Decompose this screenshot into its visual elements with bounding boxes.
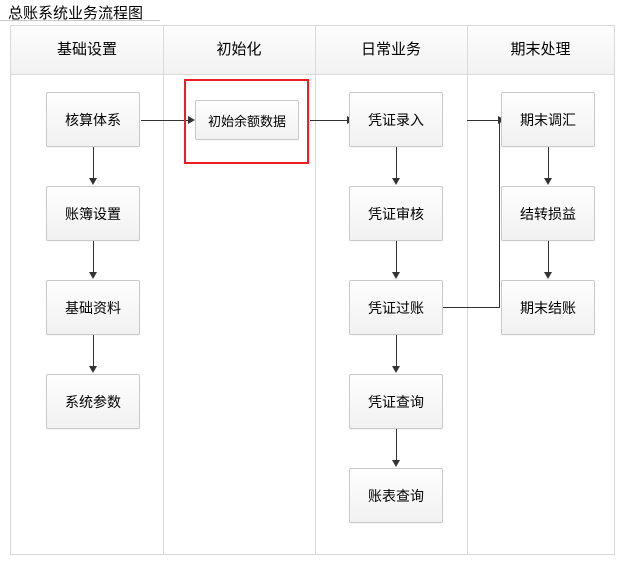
- arrowhead-daily-4-5: [392, 460, 400, 467]
- node-hesuantixi[interactable]: 核算体系: [46, 92, 140, 147]
- arrowhead-daily-1-2: [392, 178, 400, 185]
- connector-basic-to-init: [141, 120, 189, 121]
- connector-into-qimotiaohui: [467, 120, 499, 121]
- node-xitongcanshu[interactable]: 系统参数: [46, 374, 140, 429]
- node-zhangbiaochaxun[interactable]: 账表查询: [349, 468, 443, 523]
- arrowhead-period-1-2: [544, 178, 552, 185]
- connector-period-2-3: [548, 241, 549, 273]
- flowchart-canvas: 基础设置 初始化 日常业务 期末处理 核算体系 账簿设置 基础资料 系统参数 初…: [10, 25, 615, 555]
- column-divider-1: [163, 26, 164, 554]
- connector-guozhang-to-period-h: [443, 307, 499, 308]
- arrowhead-basic-to-init: [188, 116, 195, 124]
- node-zhangbushezhi[interactable]: 账簿设置: [46, 186, 140, 241]
- node-pingzhengguozhang[interactable]: 凭证过账: [349, 280, 443, 335]
- node-pingzhengshenhe[interactable]: 凭证审核: [349, 186, 443, 241]
- connector-basic-2-3: [93, 241, 94, 273]
- column-divider-2: [315, 26, 316, 554]
- arrowhead-daily-2-3: [392, 272, 400, 279]
- node-chushiyuerushuju[interactable]: 初始余额数据: [195, 100, 299, 140]
- node-qimotiaohui[interactable]: 期末调汇: [501, 92, 595, 147]
- arrowhead-basic-3-4: [89, 366, 97, 373]
- page-title: 总账系统业务流程图: [8, 5, 144, 22]
- node-qimojiezhang[interactable]: 期末结账: [501, 280, 595, 335]
- connector-basic-3-4: [93, 335, 94, 367]
- column-header-daily: 日常业务: [360, 41, 421, 58]
- title-underline: [0, 20, 160, 21]
- connector-daily-2-3: [396, 241, 397, 273]
- connector-init-to-daily: [310, 120, 348, 121]
- connector-guozhang-to-period-v: [499, 120, 500, 308]
- node-pingzhengchaxun[interactable]: 凭证查询: [349, 374, 443, 429]
- connector-daily-1-2: [396, 147, 397, 179]
- highlight-rectangle: [184, 79, 309, 164]
- connector-period-1-2: [548, 147, 549, 179]
- column-divider-3: [467, 26, 468, 554]
- connector-basic-1-2: [93, 147, 94, 179]
- connector-daily-4-5: [396, 429, 397, 461]
- connector-daily-3-4: [396, 335, 397, 367]
- node-pingzhengluru[interactable]: 凭证录入: [349, 92, 443, 147]
- column-header-period: 期末处理: [510, 41, 571, 58]
- node-jichuziliao[interactable]: 基础资料: [46, 280, 140, 335]
- column-header-init: 初始化: [216, 41, 262, 58]
- arrowhead-period-2-3: [544, 272, 552, 279]
- arrowhead-basic-1-2: [89, 178, 97, 185]
- arrowhead-daily-3-4: [392, 366, 400, 373]
- node-jiezhuansunyi[interactable]: 结转损益: [501, 186, 595, 241]
- arrowhead-basic-2-3: [89, 272, 97, 279]
- column-header-band: [11, 26, 614, 75]
- column-header-basic: 基础设置: [56, 41, 117, 58]
